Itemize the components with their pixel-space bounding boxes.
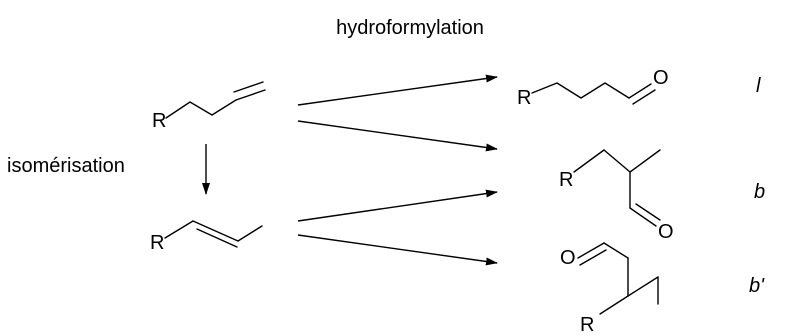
hydroformylation-arrow-to-b (297, 120, 498, 152)
carbonyl-double-bond-inner (579, 249, 607, 266)
r-group-label: R (150, 232, 164, 254)
oxygen-label: O (658, 221, 674, 243)
product-b-label: b (754, 181, 765, 203)
carbonyl-double-bond (628, 83, 652, 99)
alkene-bonds (165, 99, 237, 119)
oxygen-label: O (653, 67, 669, 89)
r-group-label: R (152, 110, 166, 132)
bond (603, 149, 631, 173)
isomerisation-label: isomérisation (7, 155, 125, 177)
chain-bonds (531, 82, 630, 99)
r-group-label: R (559, 169, 573, 191)
ethyl-bond (627, 276, 659, 297)
alkene-double-bond-inner (196, 228, 238, 248)
alkene-double-bond-inner (235, 89, 266, 101)
carbonyl-double-bond (629, 207, 657, 227)
bond (237, 225, 263, 242)
carbonyl-double-bond-inner (635, 203, 661, 221)
oxygen-label: O (560, 247, 576, 269)
r-group-label: R (517, 87, 531, 109)
r-group-label: R (580, 314, 594, 336)
linear-aldehyde-structure: R O (517, 67, 669, 109)
terminal-alkene-structure: R (152, 81, 266, 132)
branched-aldehyde-structure: R O (559, 149, 674, 243)
bond (603, 242, 629, 259)
hydroformylation-arrow-to-b-prime (297, 234, 498, 266)
bond-to-r (599, 295, 629, 315)
hydroformylation-label: hydroformylation (336, 17, 484, 39)
branched-prime-aldehyde-structure: O R (560, 242, 659, 336)
carbonyl-double-bond-inner (632, 89, 656, 105)
hydroformylation-arrow-to-b-from-internal (297, 189, 498, 222)
hydroformylation-arrow-to-l (297, 74, 498, 106)
product-l-label: l (756, 75, 761, 97)
alkene-double-bond (192, 220, 239, 242)
alkene-double-bond (233, 81, 264, 93)
carbonyl-double-bond (577, 242, 605, 259)
internal-alkene-structure: R (150, 220, 263, 254)
product-b-prime-label: b' (749, 275, 765, 297)
bond (573, 149, 605, 173)
bond (164, 220, 194, 239)
methyl-bond (629, 149, 661, 173)
